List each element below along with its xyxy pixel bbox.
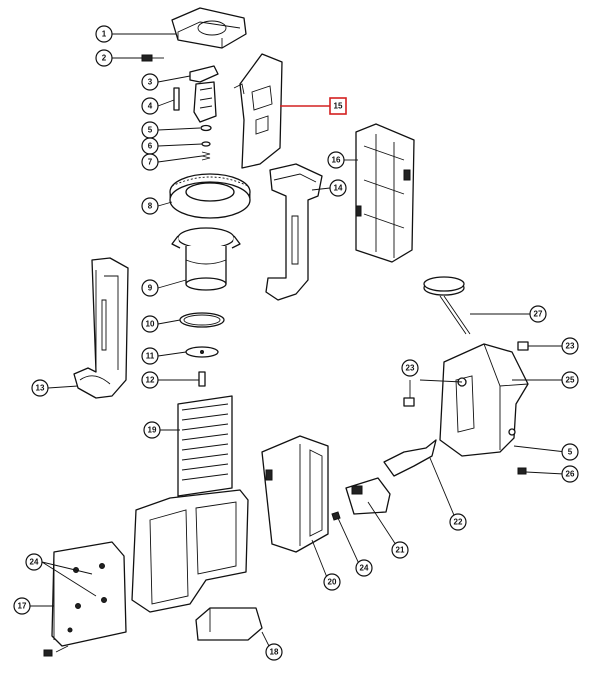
svg-text:15: 15: [334, 102, 343, 111]
part-5-6-7-small-parts: [200, 124, 212, 161]
svg-text:21: 21: [396, 546, 405, 555]
callout-27: 27: [529, 305, 547, 323]
callout-11: 11: [141, 347, 159, 365]
svg-text:14: 14: [334, 184, 343, 193]
callout-18: 18: [265, 643, 283, 661]
svg-text:1: 1: [102, 30, 107, 39]
svg-text:22: 22: [454, 518, 463, 527]
part-4-valve: [173, 81, 217, 123]
svg-text:4: 4: [148, 102, 153, 111]
svg-text:8: 8: [148, 202, 153, 211]
part-22-lever: [383, 439, 437, 477]
svg-text:24: 24: [30, 558, 39, 567]
callout-13: 13: [31, 379, 49, 397]
svg-text:11: 11: [146, 352, 155, 361]
svg-text:9: 9: [148, 284, 153, 293]
part-9-cylinder: [171, 227, 241, 291]
part-15-plate: [233, 53, 283, 169]
callout-24-left: 24: [25, 553, 43, 571]
svg-text:5: 5: [148, 126, 153, 135]
callout-12: 12: [141, 371, 159, 389]
svg-text:2: 2: [102, 54, 107, 63]
part-8-gear-ring: [169, 173, 251, 219]
part-10-o-ring: [179, 312, 225, 328]
svg-text:27: 27: [534, 310, 543, 319]
svg-text:16: 16: [332, 156, 341, 165]
callout-25: 25: [561, 371, 579, 389]
part-12-screw: [198, 371, 206, 387]
main-housing: [131, 489, 249, 613]
svg-text:6: 6: [148, 142, 153, 151]
callout-16: 16: [327, 151, 345, 169]
svg-text:26: 26: [566, 470, 575, 479]
callout-23-lower: 23: [401, 359, 419, 377]
callout-10: 10: [141, 315, 159, 333]
part-13-left-arm: [73, 257, 129, 399]
part-19-spring: [177, 395, 233, 497]
callout-8: 8: [141, 197, 159, 215]
svg-text:12: 12: [146, 376, 155, 385]
part-17-left-plate: [51, 541, 127, 647]
part-21-pump: [345, 477, 391, 515]
svg-text:20: 20: [328, 578, 337, 587]
svg-text:25: 25: [566, 376, 575, 385]
part-27-knob: [423, 276, 471, 335]
callout-17: 17: [13, 597, 31, 615]
svg-text:23: 23: [566, 342, 575, 351]
callout-21: 21: [391, 541, 409, 559]
part-11-disc: [185, 346, 219, 358]
callout-3: 3: [141, 73, 159, 91]
screw-bottom-left: [43, 649, 53, 657]
part-3-bracket: [189, 65, 219, 83]
svg-text:7: 7: [148, 158, 153, 167]
callout-6: 6: [141, 137, 159, 155]
svg-text:17: 17: [18, 602, 27, 611]
part-1-top-frame: [171, 7, 247, 49]
svg-text:3: 3: [148, 78, 153, 87]
callout-2: 2: [95, 49, 113, 67]
svg-text:5: 5: [568, 448, 573, 457]
svg-text:24: 24: [360, 564, 369, 573]
svg-text:19: 19: [148, 426, 157, 435]
part-25-right-housing: [439, 343, 529, 457]
svg-text:10: 10: [146, 320, 155, 329]
callout-7: 7: [141, 153, 159, 171]
svg-text:23: 23: [406, 364, 415, 373]
part-18-block: [195, 607, 263, 641]
part-26-screw: [517, 467, 527, 475]
part-2-screw: [141, 54, 164, 62]
callout-19: 19: [143, 421, 161, 439]
leader-lines: [30, 33, 567, 653]
callout-23-upper: 23: [561, 337, 579, 355]
callout-1: 1: [95, 25, 113, 43]
callout-24-mid: 24: [355, 559, 373, 577]
callout-15-highlighted: 15: [329, 97, 347, 115]
part-20-upright-plate: [261, 435, 329, 553]
callout-4: 4: [141, 97, 159, 115]
callout-5: 5: [141, 121, 159, 139]
callout-9: 9: [141, 279, 159, 297]
callout-5-right: 5: [561, 443, 579, 461]
part-14-middle-arm: [265, 163, 323, 301]
callout-14: 14: [329, 179, 347, 197]
svg-text:18: 18: [270, 648, 279, 657]
callout-26: 26: [561, 465, 579, 483]
callout-20: 20: [323, 573, 341, 591]
svg-text:13: 13: [36, 384, 45, 393]
part-16-right-module: [355, 123, 415, 263]
callout-22: 22: [449, 513, 467, 531]
